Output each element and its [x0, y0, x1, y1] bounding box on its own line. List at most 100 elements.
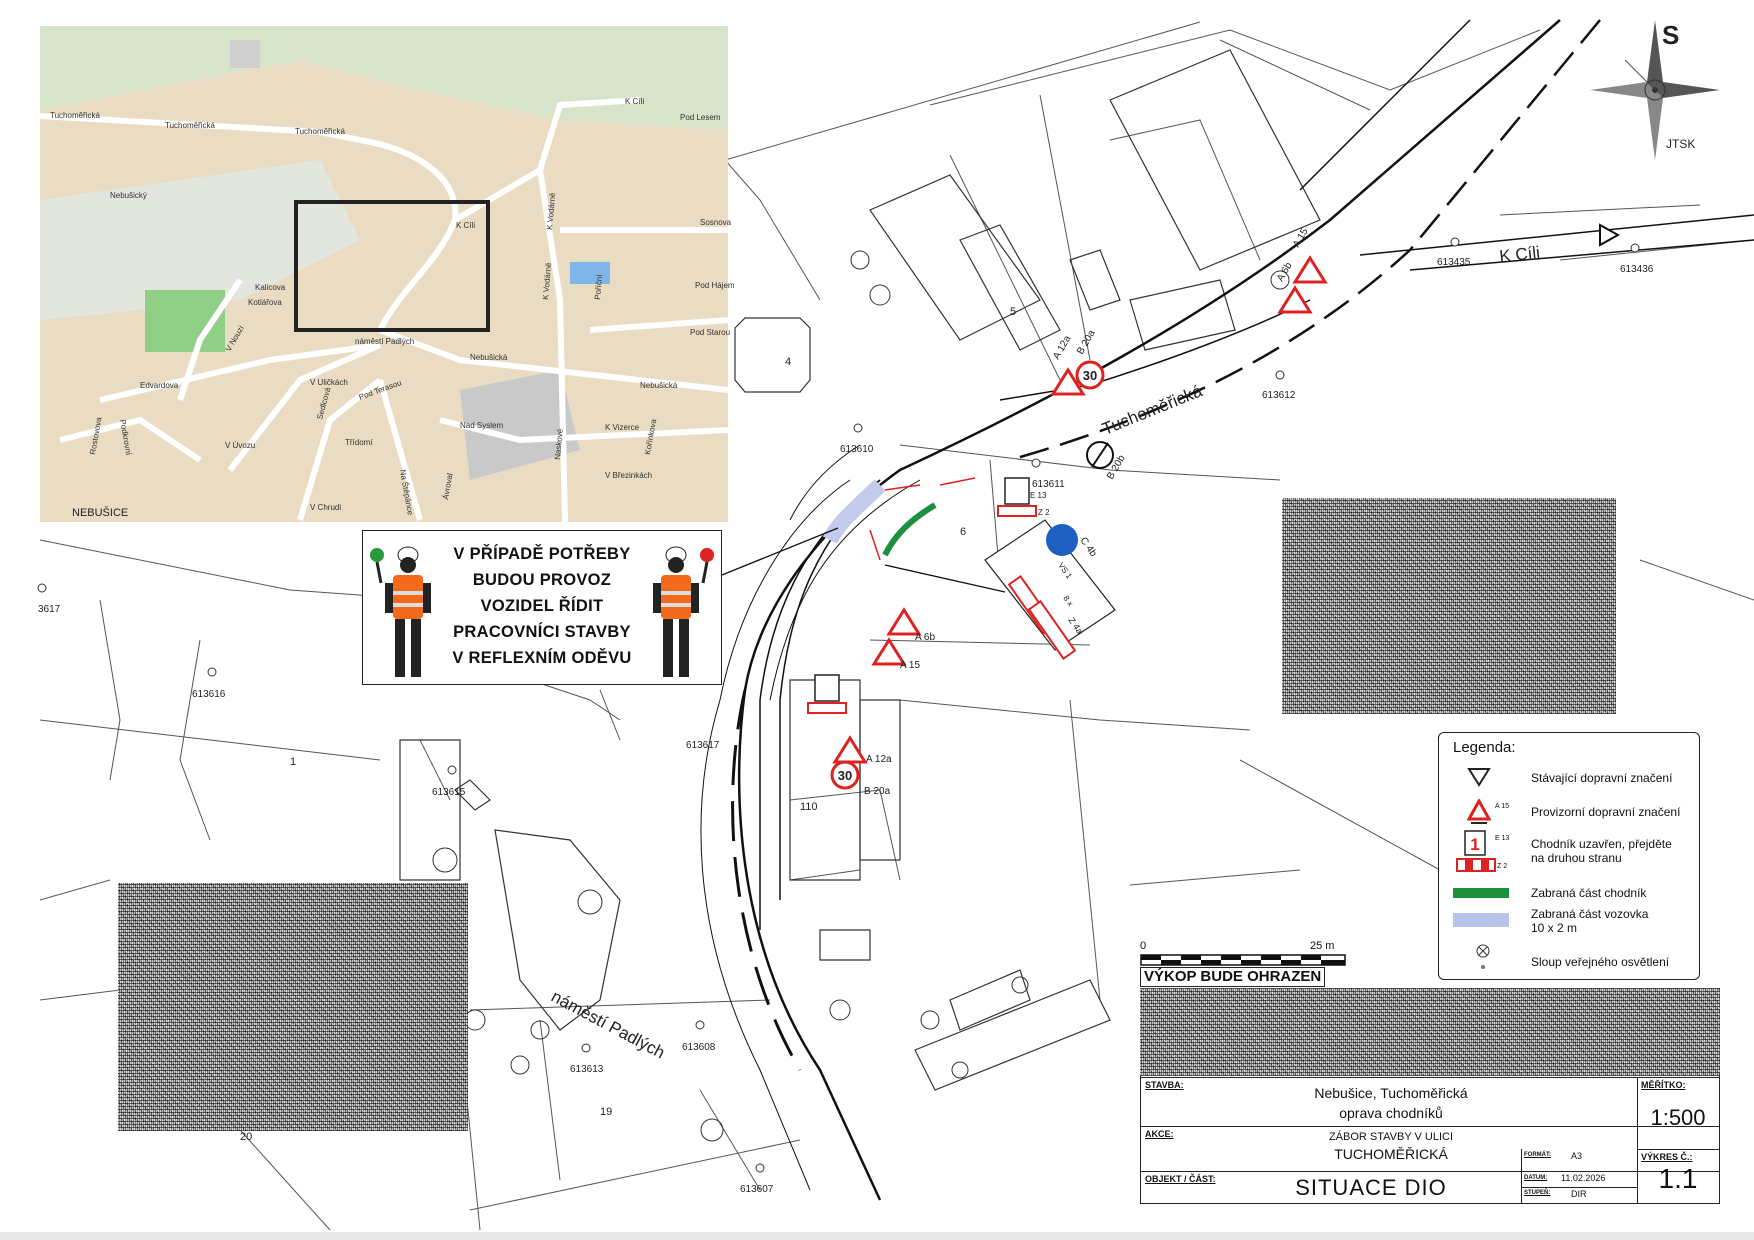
inset-street-10: náměstí Padlých [355, 337, 414, 346]
sign-code-z2-upper: Z 2 [1038, 508, 1050, 517]
lamp-613615: 613615 [432, 787, 466, 798]
legend-item-2-line2: na druhou stranu [1531, 851, 1622, 865]
inset-street-32: Poříční [593, 273, 604, 300]
speed-30-lower: 30 [838, 768, 852, 783]
objekt-label: OBJEKT / ČÁST: [1145, 1174, 1216, 1184]
legend-sub-a15: A 15 [1495, 803, 1510, 810]
compass-rose [1590, 20, 1720, 160]
parcel-19: 19 [600, 1106, 612, 1118]
inset-street-19: Třídomí [345, 438, 373, 447]
datum-label: DATUM: [1524, 1175, 1548, 1181]
legend-closed-sidewalk-icon: 1 [1456, 830, 1496, 872]
excavation-fenced-note: VÝKOP BUDE OHRAZEN [1140, 967, 1326, 987]
leader-lines [721, 527, 1006, 593]
lamp-613616: 613616 [192, 689, 226, 700]
lamp-post-icon [1476, 944, 1490, 969]
warning-text: V PŘÍPADĚ POTŘEBY BUDOU PROVOZ VOZIDEL Ř… [433, 541, 651, 671]
inset-street-29: Naskové [553, 428, 565, 460]
inset-map: Tuchoměřická Tuchoměřická Tuchoměřická K… [39, 26, 735, 523]
inset-street-9: Nebušická [640, 381, 678, 390]
barriers [869, 477, 976, 561]
sign-code-b20a-upper: B 20a [1075, 328, 1098, 357]
temporary-signs: 30 30 [807, 223, 1621, 790]
warning-line-5: V REFLEXNÍM ODĚVU [452, 649, 632, 667]
stavba-line1: Nebušice, Tuchoměřická [1314, 1085, 1468, 1101]
sign-code-a6b-lower: A 6b [915, 632, 935, 643]
legend-blue-swatch [1453, 913, 1509, 927]
street-label-tuchomericka: Tuchoměřická [1099, 381, 1205, 439]
format-value: A3 [1571, 1151, 1583, 1161]
format-label: FORMÁT: [1524, 1152, 1551, 1158]
legend: Legenda: Stávající dopravní značení A 15… [1438, 732, 1700, 980]
legend-sub-z2: Z 2 [1497, 863, 1508, 870]
sign-code-e13-upper: E 13 [1030, 491, 1047, 500]
parcel-110: 110 [800, 801, 818, 813]
inset-place-label: NEBUŠICE [72, 506, 128, 519]
legend-item-4: Zabraná část vozovka [1531, 907, 1649, 921]
inset-street-13: V Uličkách [310, 378, 348, 387]
lamp-613611: 613611 [1032, 479, 1065, 490]
objekt-value: SITUACE DIO [1295, 1175, 1447, 1200]
lamp-613435: 613435 [1437, 257, 1471, 268]
meritko-label: MĚŘÍTKO: [1641, 1080, 1686, 1090]
inset-street-7: Kalicova [255, 283, 286, 292]
parcel-5: 5 [1010, 306, 1016, 318]
legend-item-1: Provizorní dopravní značení [1531, 805, 1681, 819]
parcel-6: 6 [960, 526, 966, 538]
traffic-control-warning: V PŘÍPADĚ POTŘEBY BUDOU PROVOZ VOZIDEL Ř… [362, 530, 722, 685]
lamp-613612: 613612 [1262, 390, 1296, 401]
lamp-posts [37, 237, 1640, 1173]
inset-street-24: Nad Syslem [460, 421, 503, 430]
inset-street-14: V Úvozu [225, 441, 255, 450]
parcel-1: 1 [290, 756, 296, 768]
compass-system: JTSK [1666, 137, 1695, 151]
redacted-area-right [1282, 498, 1616, 714]
warning-line-4: PRACOVNÍCI STAVBY [453, 623, 631, 641]
inset-street-4: K Cíli [456, 221, 475, 230]
worker-left-icon [370, 546, 431, 677]
legend-item-2: Chodník uzavřen, přejděte [1531, 837, 1672, 851]
compass-north: S [1662, 20, 1679, 50]
sign-code-a12a-lower: A 12a [866, 754, 892, 765]
sign-code-b20a-lower: B 20a [864, 786, 891, 797]
lamp-613607: 613607 [740, 1184, 774, 1195]
legend-temporary-sign-icon [1467, 799, 1491, 824]
stavba-line2: oprava chodníků [1339, 1105, 1443, 1121]
trees [401, 250, 1290, 1142]
occupied-roadway [822, 479, 886, 544]
redacted-area-left [118, 883, 468, 1131]
warning-line-2: BUDOU PROVOZ [472, 571, 612, 589]
scale-bar-graphic [1140, 954, 1346, 966]
street-label-k-cili: K Cíli [1498, 243, 1540, 266]
warning-line-1: V PŘÍPADĚ POTŘEBY [453, 545, 631, 563]
legend-item-4-line2: 10 x 2 m [1531, 921, 1578, 935]
scale-end: 25 m [1310, 940, 1335, 952]
legend-green-swatch [1453, 888, 1509, 898]
inset-street-6: K Vodárně [545, 192, 557, 231]
sign-code-a12a-upper: A 12a [1051, 333, 1074, 361]
inset-street-1: Tuchoměřická [165, 121, 215, 130]
inset-street-11: Edvardova [140, 381, 179, 390]
svg-text:1: 1 [1470, 835, 1479, 854]
legend-sub-e13: E 13 [1495, 835, 1510, 842]
sign-code-c4b: C 4b [1078, 535, 1099, 559]
legend-item-3: Zabraná část chodník [1531, 886, 1647, 900]
inset-street-31: Kotlářova [248, 298, 282, 307]
datum-value: 11.02.2026 [1561, 1173, 1606, 1183]
stavba-label: STAVBA: [1145, 1080, 1184, 1090]
stupen-value: DIR [1571, 1189, 1587, 1199]
sign-code-a15-lower: A 15 [900, 660, 920, 671]
inset-street-22: Pod Hájem [695, 281, 735, 290]
inset-street-33: Sosnova [700, 218, 732, 227]
inset-street-21: Pod Starou [690, 328, 730, 337]
inset-street-30: V Chrudi [310, 503, 341, 512]
lamp-613608: 613608 [682, 1042, 716, 1053]
vykres-value: 1.1 [1658, 1163, 1698, 1194]
lamp-613610: 613610 [840, 444, 874, 455]
inset-street-23: K Vizerce [605, 423, 640, 432]
lamp-3617: 3617 [38, 604, 61, 615]
inset-street-2: Tuchoměřická [295, 127, 345, 136]
legend-existing-sign-icon [1467, 768, 1491, 787]
buildings [399, 49, 1321, 1091]
